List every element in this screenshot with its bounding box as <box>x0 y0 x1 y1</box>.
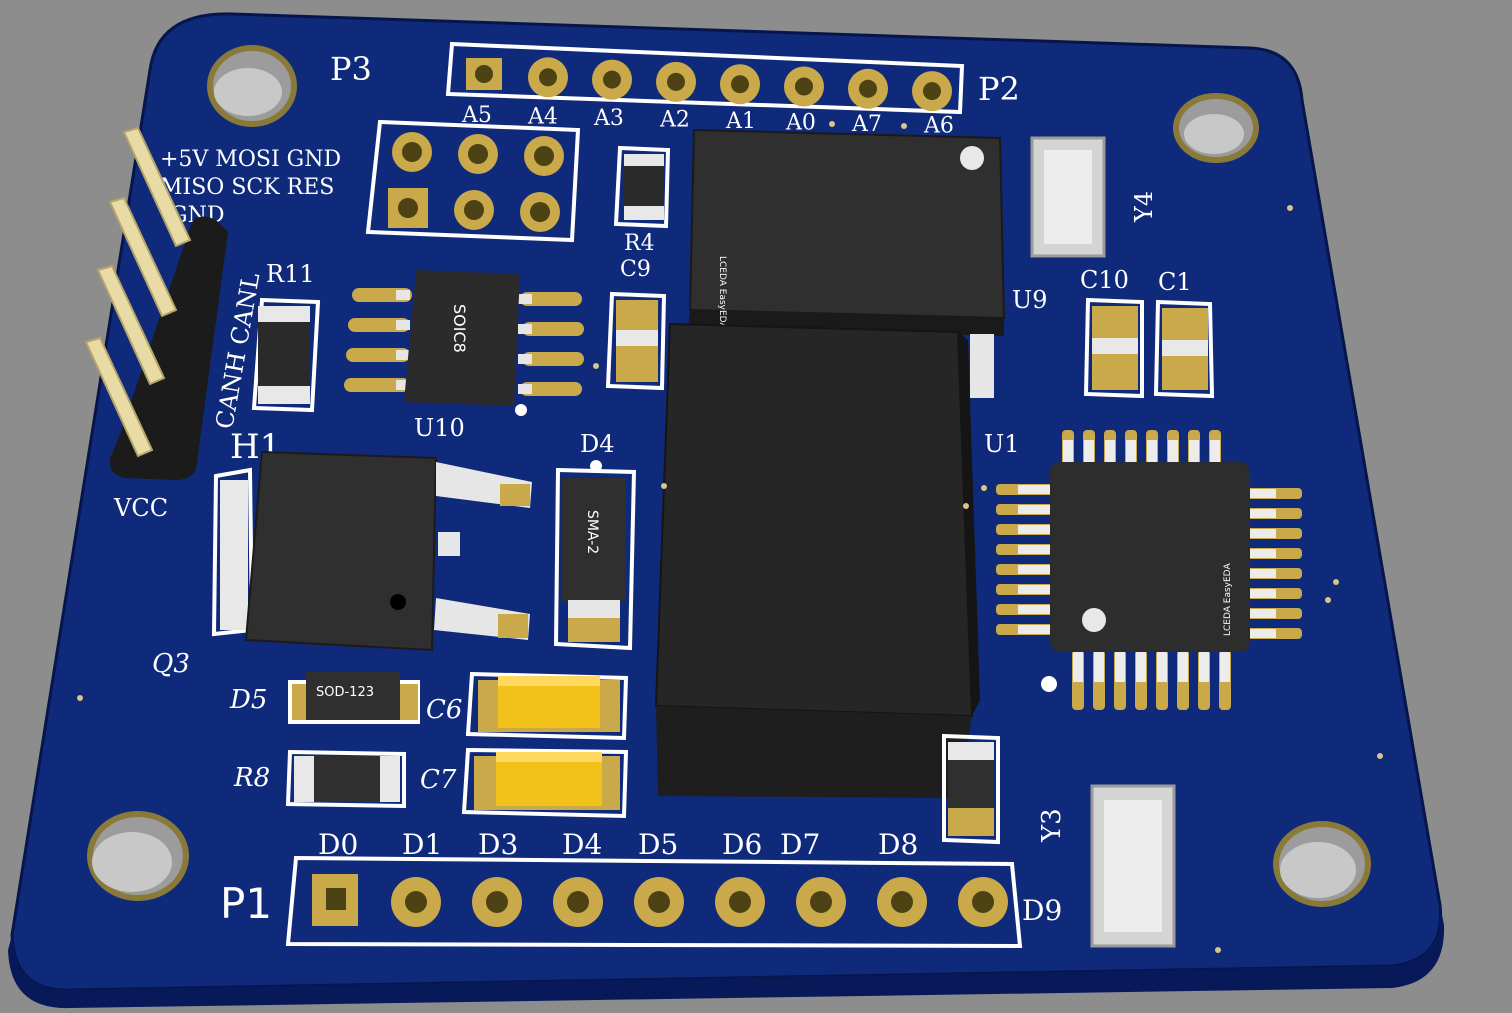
crystal-y4 <box>1030 136 1106 258</box>
label-vcc: VCC <box>113 494 168 522</box>
bottom-pin-label: D6 <box>722 828 762 861</box>
label-u9: U9 <box>1012 286 1048 314</box>
label-d9: D9 <box>1022 894 1062 927</box>
isp-header <box>365 119 581 243</box>
label-r4: R4 <box>624 231 655 256</box>
regulator-q3 <box>211 450 532 652</box>
diode-d5: SOD-123 <box>288 672 420 724</box>
header-p2 <box>445 41 965 115</box>
top-pin-label: A1 <box>725 109 756 134</box>
mounting-holes <box>87 45 1371 907</box>
resistor-r8 <box>285 749 406 809</box>
label-p1: P1 <box>220 879 272 928</box>
capacitor-c9 <box>605 291 667 391</box>
top-header-pads <box>528 57 952 112</box>
top-pin-label: A7 <box>851 112 882 137</box>
logo-u9: LCEDA EasyEDA <box>717 256 727 329</box>
capacitor-c7 <box>461 747 629 819</box>
crystal-y3 <box>1090 784 1176 948</box>
capacitor-small <box>942 733 1000 845</box>
label-c10: C10 <box>1080 266 1129 294</box>
board-edge <box>8 905 1445 1009</box>
label-c1: C1 <box>1158 268 1192 296</box>
label-c6: C6 <box>426 695 462 725</box>
label-p2: P2 <box>978 70 1020 108</box>
label-y4: Y4 <box>1130 191 1158 223</box>
label-d5: D5 <box>229 685 267 715</box>
label-d4: D4 <box>580 430 615 458</box>
package-sod123: SOD-123 <box>316 685 374 700</box>
qfp-pins <box>996 430 1302 710</box>
bottom-pin-label: D1 <box>402 828 442 861</box>
label-r8: R8 <box>233 763 270 793</box>
header-p1 <box>285 855 1023 949</box>
label-p3: P3 <box>330 50 372 88</box>
top-pin-label: A0 <box>785 111 816 136</box>
bottom-header-pads <box>391 877 1008 927</box>
bottom-pin-label: D5 <box>638 828 678 861</box>
top-pin-label: A4 <box>527 105 558 130</box>
bottom-pin-label: D0 <box>318 828 358 861</box>
bottom-pin-label: D8 <box>878 828 918 861</box>
capacitor-c10 <box>1083 297 1144 399</box>
label-r11: R11 <box>266 260 315 288</box>
label-c7: C7 <box>420 765 457 795</box>
label-c9: C9 <box>620 257 651 282</box>
label-u1: U1 <box>984 430 1020 458</box>
package-soic8: SOIC8 <box>450 304 469 353</box>
module-u9: LCEDA EasyEDA <box>688 128 1006 398</box>
label-u10: U10 <box>414 414 465 442</box>
logo-u1: LCEDA EasyEDA <box>1223 563 1233 636</box>
bottom-pin-label: D7 <box>780 828 820 861</box>
top-pin-label: A2 <box>659 108 690 133</box>
module-large <box>654 322 980 798</box>
package-sma2: SMA-2 <box>584 510 600 554</box>
bottom-pin-labels: D0 D1 D3 D4 D5 D6 D7 D8 <box>318 828 918 861</box>
ic-u1: LCEDA EasyEDA <box>996 430 1302 710</box>
capacitor-c6 <box>465 671 629 741</box>
bottom-pin-label: D3 <box>478 828 518 861</box>
header-h1 <box>84 126 228 480</box>
resistor-r4 <box>613 145 671 229</box>
isp-label-line1: +5V MOSI GND <box>160 147 341 172</box>
label-y3: Y3 <box>1037 808 1067 843</box>
resistor-r11 <box>251 297 321 413</box>
ic-u10: SOIC8 <box>344 270 584 416</box>
label-q3: Q3 <box>152 649 190 679</box>
isp-label-line2: MISO SCK RES <box>160 175 334 200</box>
bottom-pin-label: D4 <box>562 828 602 861</box>
capacitor-c1 <box>1153 299 1215 399</box>
vias <box>77 121 1383 953</box>
top-pin-label: A6 <box>923 114 954 139</box>
top-pin-label: A3 <box>593 106 624 131</box>
diode-d4: SMA-2 <box>553 460 637 651</box>
